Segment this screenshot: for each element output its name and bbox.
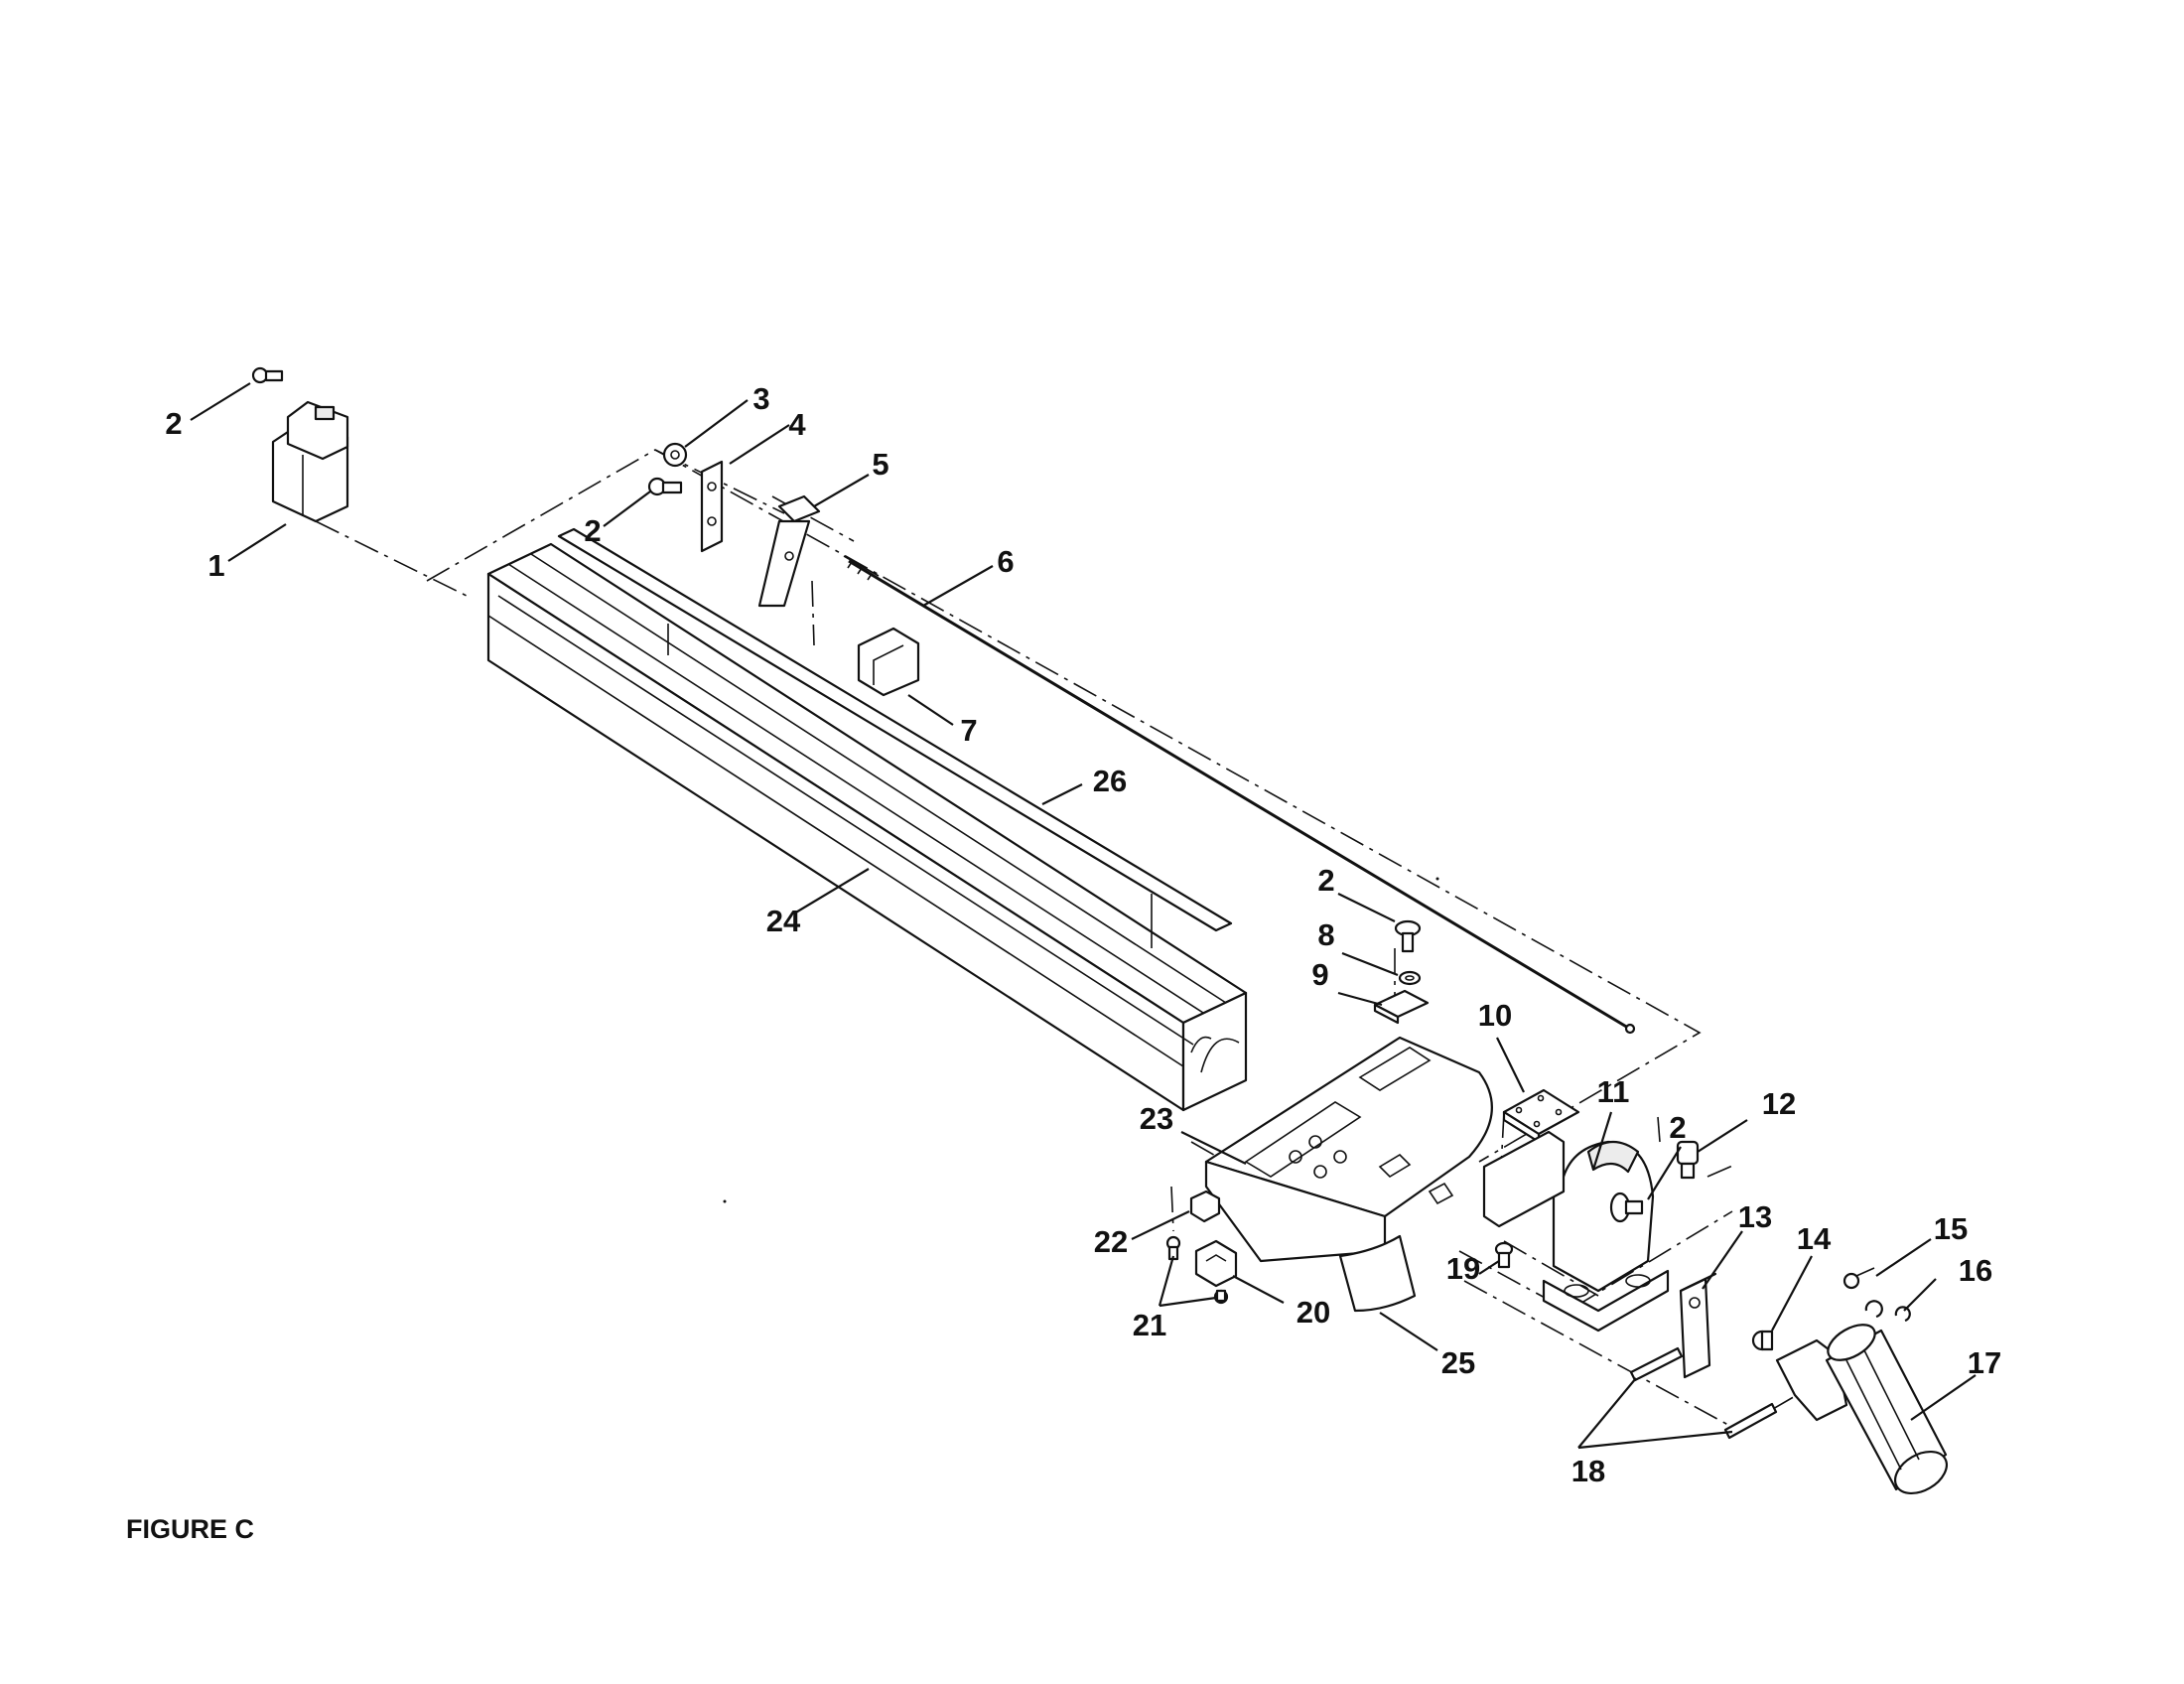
callout-25: 25: [1441, 1345, 1475, 1380]
callout-24: 24: [766, 904, 801, 938]
adjustment-rod: [843, 555, 1636, 1035]
callout-16: 16: [1959, 1253, 1992, 1288]
callout-9: 9: [1311, 957, 1328, 992]
callout-18: 18: [1571, 1454, 1605, 1488]
callout-2: 2: [165, 406, 182, 441]
callout-1: 1: [207, 548, 224, 583]
lock-lever: [1679, 1272, 1717, 1379]
callout-3: 3: [752, 381, 769, 416]
callout-20: 20: [1297, 1295, 1330, 1330]
screw-21b: [1213, 1289, 1229, 1305]
callout-21: 21: [1133, 1308, 1166, 1342]
screw-19: [1494, 1241, 1514, 1269]
callout-19: 19: [1446, 1251, 1480, 1286]
speck: [723, 1199, 727, 1203]
callout-12: 12: [1762, 1086, 1796, 1121]
callout-2: 2: [1669, 1110, 1686, 1145]
callout-13: 13: [1738, 1199, 1772, 1234]
speck: [1435, 877, 1439, 881]
callout-labels: 2 1 3 4 2 5 6 7 26 24 2 8 9 10 11 2 12 2…: [165, 381, 2001, 1488]
pad-10: [1502, 1088, 1580, 1144]
callout-4: 4: [788, 407, 806, 442]
clip-15: [1843, 1267, 1875, 1290]
end-cap: [271, 400, 349, 523]
plate-under-housing: [1482, 1130, 1566, 1228]
spring-clip-5: [757, 494, 821, 608]
screw-2b: [647, 477, 683, 496]
screw-21a: [1165, 1235, 1181, 1261]
clip-16: [1864, 1300, 1911, 1323]
label-plate-25: [1338, 1234, 1417, 1313]
figure-caption: FIGURE C: [126, 1514, 255, 1544]
nut-3: [662, 442, 688, 468]
block-7: [857, 627, 920, 697]
screw-2a: [251, 366, 284, 384]
callout-14: 14: [1797, 1221, 1832, 1256]
callout-23: 23: [1140, 1101, 1173, 1136]
clamp-20: [1194, 1239, 1238, 1288]
screw-2d: [1609, 1192, 1644, 1223]
handle-17: [1775, 1324, 1948, 1495]
fence-head: [1204, 1036, 1493, 1263]
plate-9: [1373, 989, 1430, 1025]
screw-12: [1676, 1140, 1700, 1180]
callout-17: 17: [1968, 1345, 2001, 1380]
callout-2: 2: [1317, 863, 1334, 898]
callout-15: 15: [1934, 1211, 1968, 1246]
callout-26: 26: [1093, 764, 1127, 798]
pin-18b: [1723, 1402, 1778, 1440]
fence-strip: [557, 527, 1233, 932]
callout-11: 11: [1597, 1074, 1630, 1109]
callout-22: 22: [1094, 1224, 1128, 1259]
leader-lines: [190, 382, 1977, 1450]
fence-rail: [486, 542, 1248, 1112]
callout-6: 6: [997, 544, 1014, 579]
screw-2c: [1394, 919, 1422, 953]
callout-2: 2: [584, 513, 601, 548]
pin-18a: [1629, 1346, 1684, 1382]
lock-housing: [1542, 1140, 1670, 1333]
callout-5: 5: [872, 447, 888, 482]
callout-8: 8: [1317, 917, 1334, 952]
bracket-4: [700, 460, 724, 553]
callout-7: 7: [960, 713, 977, 748]
washer-8: [1398, 970, 1422, 986]
callout-10: 10: [1478, 998, 1512, 1033]
nut-22: [1189, 1190, 1221, 1223]
spacer-14: [1751, 1330, 1774, 1351]
